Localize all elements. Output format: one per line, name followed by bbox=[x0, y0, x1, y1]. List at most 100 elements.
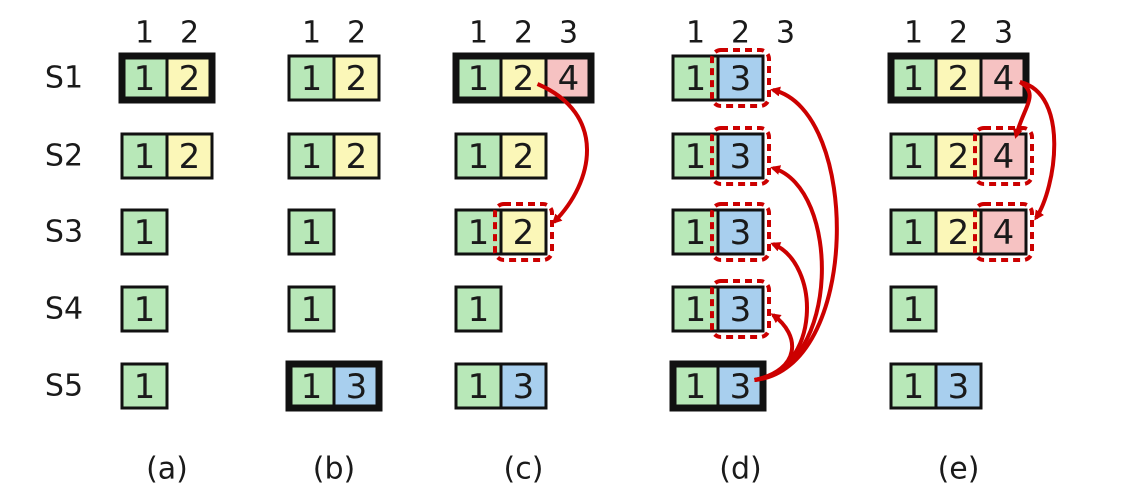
log-entry-term: 1 bbox=[134, 213, 156, 253]
log-entry bbox=[120, 362, 169, 410]
log-entry-term: 1 bbox=[903, 137, 925, 177]
log-row-s3: 1 bbox=[120, 208, 169, 256]
log-entry-term: 1 bbox=[134, 137, 156, 177]
highlight-box bbox=[710, 202, 771, 262]
log-index-label: 2 bbox=[514, 16, 533, 51]
server-label-s3: S3 bbox=[45, 215, 83, 250]
log-entry-term: 1 bbox=[301, 367, 323, 407]
log-entry-term: 1 bbox=[134, 290, 156, 330]
log-entry bbox=[889, 285, 938, 333]
log-entry-term: 1 bbox=[685, 290, 707, 330]
log-entry-term: 1 bbox=[903, 59, 925, 99]
log-entry-term: 1 bbox=[468, 59, 490, 99]
leader-outline bbox=[452, 52, 595, 104]
log-entry-term: 4 bbox=[993, 59, 1015, 99]
log-entry-term: 1 bbox=[301, 137, 323, 177]
log-entry bbox=[979, 132, 1028, 180]
log-entry-term: 2 bbox=[179, 137, 201, 177]
log-entry-term: 1 bbox=[685, 137, 707, 177]
log-entry bbox=[889, 362, 938, 410]
log-entry bbox=[120, 208, 169, 256]
log-entry-term: 2 bbox=[513, 59, 535, 99]
log-entry bbox=[499, 208, 548, 256]
log-entry-term: 4 bbox=[993, 137, 1015, 177]
log-entry-term: 2 bbox=[948, 137, 970, 177]
replication-arrow bbox=[754, 165, 824, 382]
log-entry-term: 2 bbox=[179, 59, 201, 99]
log-entry bbox=[716, 208, 765, 256]
panel-caption: (b) bbox=[313, 452, 355, 487]
log-entry-term: 1 bbox=[903, 367, 925, 407]
log-entry bbox=[716, 285, 765, 333]
log-row-s3: 1 bbox=[287, 208, 336, 256]
log-entry bbox=[716, 54, 765, 102]
replication-arrow bbox=[754, 313, 795, 382]
log-entry bbox=[499, 54, 548, 102]
server-label-s4: S4 bbox=[45, 292, 83, 327]
log-entry-term: 3 bbox=[730, 367, 752, 407]
log-index-label: 2 bbox=[949, 16, 968, 51]
log-index-label: 1 bbox=[302, 16, 321, 51]
log-row-s4: 1 bbox=[120, 285, 169, 333]
log-index-label: 1 bbox=[686, 16, 705, 51]
log-index-label: 3 bbox=[776, 16, 795, 51]
log-index-label: 3 bbox=[559, 16, 578, 51]
log-entry-term: 3 bbox=[346, 367, 368, 407]
log-entry-term: 1 bbox=[685, 367, 707, 407]
log-entry-term: 3 bbox=[948, 367, 970, 407]
log-entry-term: 2 bbox=[948, 213, 970, 253]
highlight-box bbox=[710, 48, 771, 108]
leader-outline bbox=[887, 52, 1030, 104]
server-label-s2: S2 bbox=[45, 139, 83, 174]
highlight-box bbox=[973, 126, 1034, 186]
log-entry-term: 1 bbox=[301, 213, 323, 253]
log-entry-term: 1 bbox=[301, 59, 323, 99]
log-entry bbox=[165, 132, 214, 180]
panel-caption: (a) bbox=[146, 452, 188, 487]
log-entry bbox=[454, 285, 503, 333]
log-entry bbox=[716, 132, 765, 180]
log-entry-term: 1 bbox=[468, 367, 490, 407]
log-entry bbox=[889, 208, 938, 256]
log-entry-term: 1 bbox=[468, 137, 490, 177]
log-entry bbox=[287, 54, 336, 102]
log-entry bbox=[287, 285, 336, 333]
log-entry-term: 1 bbox=[685, 59, 707, 99]
log-entry-term: 2 bbox=[346, 137, 368, 177]
log-entry-term: 1 bbox=[134, 367, 156, 407]
log-entry-term: 2 bbox=[948, 59, 970, 99]
log-index-label: 1 bbox=[904, 16, 923, 51]
log-entry-term: 1 bbox=[134, 59, 156, 99]
log-row-s4: 1 bbox=[889, 285, 938, 333]
leader-outline bbox=[669, 360, 767, 412]
log-entry-term: 4 bbox=[993, 213, 1015, 253]
log-entry bbox=[454, 362, 503, 410]
log-entry-term: 3 bbox=[730, 59, 752, 99]
log-entry-term: 1 bbox=[468, 290, 490, 330]
log-index-label: 1 bbox=[469, 16, 488, 51]
highlight-box bbox=[973, 202, 1034, 262]
panel-caption: (e) bbox=[938, 452, 980, 487]
log-entry-term: 3 bbox=[730, 290, 752, 330]
log-entry-term: 3 bbox=[513, 367, 535, 407]
log-entry-term: 2 bbox=[513, 213, 535, 253]
replication-arrow bbox=[1019, 80, 1057, 221]
log-entry-term: 3 bbox=[730, 213, 752, 253]
leader-outline bbox=[285, 360, 383, 412]
